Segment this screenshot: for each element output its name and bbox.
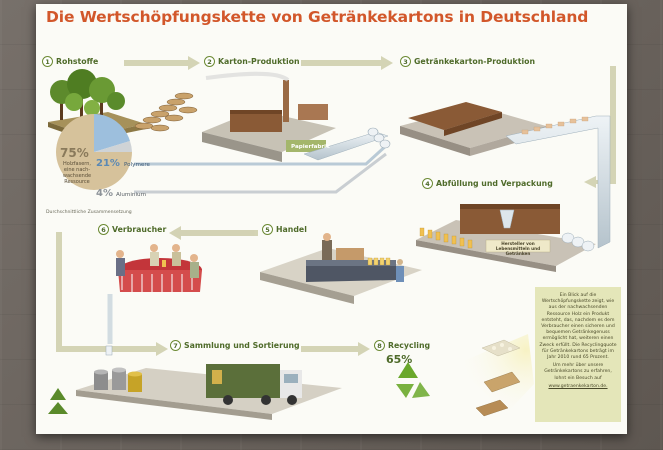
poster-title: Die Wertschöpfungskette von Getränkekart…	[46, 8, 589, 26]
step-label: Abfüllung und Verpackung	[436, 179, 553, 188]
step-label: Verbraucher	[112, 225, 167, 234]
step-label: Getränkekarton-Produktion	[414, 57, 536, 66]
step-number: 6	[98, 224, 109, 235]
step-label: Recycling	[388, 341, 431, 350]
collection-illustration	[76, 364, 342, 420]
step-number: 2	[204, 56, 215, 67]
step-label: Rohstoffe	[56, 57, 99, 66]
step-label: Handel	[276, 225, 307, 234]
paper-factory-illustration	[202, 71, 336, 162]
illustration-layer	[48, 56, 616, 420]
wood-percentage: 75%	[60, 146, 89, 160]
sidebar-link[interactable]: www.getraenkekarton.de.	[548, 383, 608, 389]
arrow-3-4	[584, 66, 616, 188]
composition-pie	[56, 114, 132, 190]
step-number: 5	[262, 224, 273, 235]
sidebar-paragraph-more: Um mehr über unsere Getränkekartons zu e…	[544, 363, 612, 381]
recycle-icon	[396, 362, 430, 398]
step-3-getraenkekarton-produktion: 3 Getränkekarton-Produktion	[400, 56, 535, 67]
step-number: 1	[42, 56, 53, 67]
step-number: 3	[400, 56, 411, 67]
polymer-stream	[134, 142, 390, 166]
step-label: Sammlung und Sortierung	[184, 341, 300, 350]
step-1-rohstoffe: 1 Rohstoffe	[42, 56, 98, 67]
step-7-sammlung: 7 Sammlung und Sortierung	[170, 340, 300, 351]
step-number: 8	[374, 340, 385, 351]
composition-caption: Durchschnittliche Zusammensetzung	[46, 210, 132, 215]
arrow-2-3	[301, 56, 393, 70]
arrow-5-6	[169, 226, 258, 240]
paper-rolls	[367, 127, 391, 149]
aluminium-percentage: 4%	[96, 188, 113, 199]
step-number: 4	[422, 178, 433, 189]
retail-illustration	[260, 233, 422, 304]
discarded-carton	[105, 345, 113, 356]
belt-factory-to-plant	[303, 131, 389, 161]
filling-plant-illustration	[416, 204, 596, 272]
arrow-1-2	[124, 56, 200, 70]
step-2-karton-produktion: 2 Karton-Produktion	[204, 56, 300, 67]
polymer-label: Polymere	[124, 162, 150, 168]
aluminium-label: Aluminium	[116, 192, 147, 198]
step-label: Karton-Produktion	[218, 57, 300, 66]
shelf-cartons	[367, 257, 391, 266]
light-beam	[456, 334, 534, 414]
roll-stack	[561, 232, 595, 252]
step-6-verbraucher: 6 Verbraucher	[98, 224, 166, 235]
papierfabrik-label: Papierfabrik	[291, 144, 330, 150]
flow-arrows	[56, 56, 616, 356]
poster: Die Wertschöpfungskette von Getränkekart…	[36, 4, 627, 434]
consumer-illustration	[116, 244, 202, 292]
wood-label: Holzfasern, eine nach-wachsende Ressourc…	[62, 161, 92, 185]
company-logo	[48, 388, 68, 414]
step-number: 7	[170, 340, 181, 351]
hersteller-label: Hersteller von Lebensmitteln und Getränk…	[495, 241, 541, 256]
aluminium-stream	[134, 152, 387, 194]
arrow-6-7	[56, 232, 168, 356]
sidebar-paragraph: Ein Blick auf die Wertschöpfungskette ze…	[539, 293, 617, 361]
recycled-products	[475, 339, 521, 417]
carton-plant-illustration	[400, 102, 546, 156]
info-sidebar: Ein Blick auf die Wertschöpfungskette ze…	[535, 287, 621, 422]
polymer-percentage: 21%	[96, 158, 120, 169]
step-5-handel: 5 Handel	[262, 224, 307, 235]
step-8-recycling: 8 Recycling	[374, 340, 430, 351]
step-4-abfuellung: 4 Abfüllung und Verpackung	[422, 178, 553, 189]
recycling-percentage: 65%	[386, 353, 413, 366]
logs-illustration	[134, 92, 198, 132]
carton-belt	[505, 115, 611, 249]
flat-cartons	[521, 116, 589, 135]
arrow-7-8	[301, 342, 370, 356]
filled-cartons	[419, 227, 473, 249]
